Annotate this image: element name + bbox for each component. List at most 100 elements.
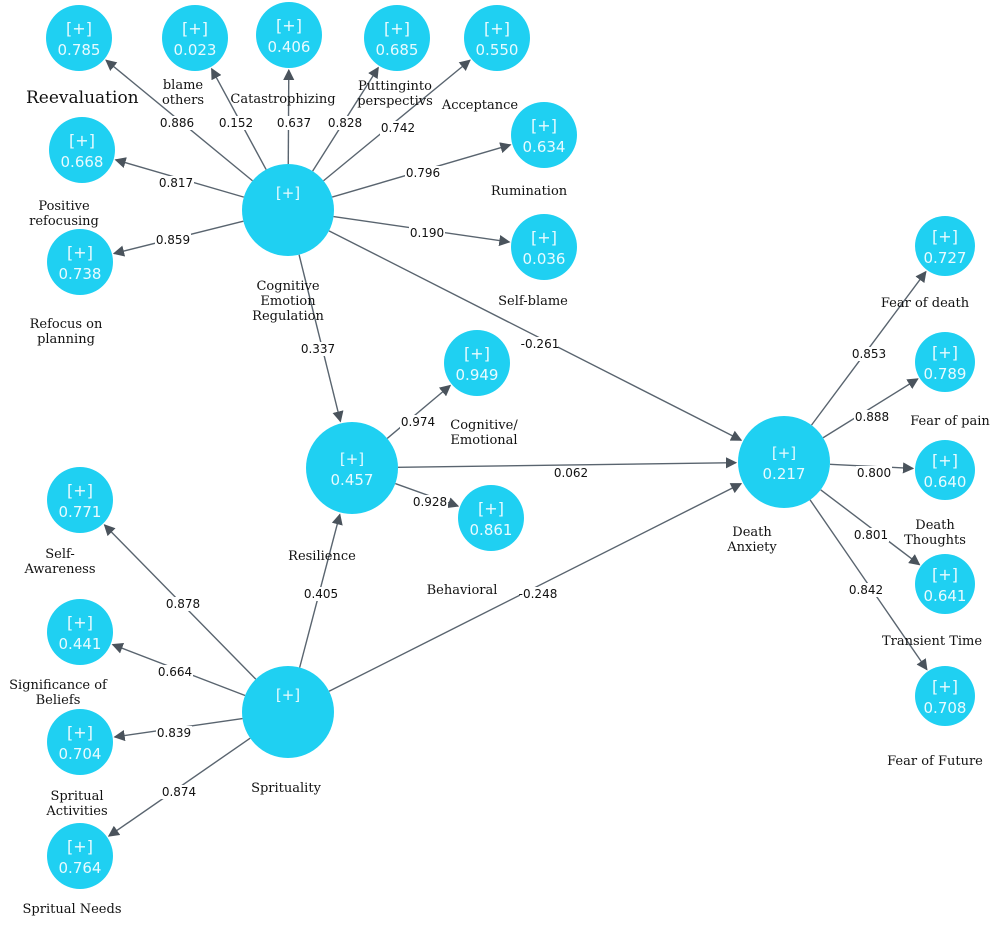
node-label: perspectivs: [357, 94, 433, 109]
node-expand-marker: [+]: [67, 243, 93, 262]
edge-weight-bg: [157, 665, 193, 679]
node-label: Fear of pain: [910, 414, 990, 429]
edge-weight-bg: [412, 495, 448, 509]
node-expand-marker: [+]: [67, 723, 93, 742]
node-circle: [464, 5, 530, 71]
edge-death_anxiety-to-transient_time: [820, 489, 921, 566]
node-expand-marker: [+]: [932, 451, 958, 470]
node-label: Spritual Needs: [23, 902, 122, 917]
node-r-squared: 0.441: [59, 635, 102, 653]
edge-weight-bg: [327, 116, 363, 130]
edge-cer-to-acceptance: [323, 59, 471, 182]
node-label: Positive: [38, 199, 90, 214]
node-spiritual-needs: [+]0.764: [47, 823, 113, 889]
edge-weight-spirituality-to-resilience: 0.405: [304, 587, 338, 601]
node-expand-marker: [+]: [932, 343, 958, 362]
node-cognitive-emotional: [+]0.949: [444, 330, 510, 396]
edge-weight-cer-to-positive_refocusing: 0.817: [159, 176, 193, 190]
edge-weight-bg: [405, 166, 441, 180]
node-label: Awareness: [24, 562, 96, 577]
node-significance-beliefs: [+]0.441: [47, 599, 113, 665]
node-r-squared: 0.634: [523, 138, 566, 156]
node-expand-marker: [+]: [67, 837, 93, 856]
node-self-awareness: [+]0.771: [47, 467, 113, 533]
edge-weight-death_anxiety-to-transient_time: 0.801: [854, 528, 888, 542]
node-expand-marker: [+]: [478, 499, 504, 518]
node-label: Fear of death: [881, 296, 970, 311]
node-r-squared: 0.771: [59, 503, 102, 521]
node-circle: [47, 823, 113, 889]
edge-cer-to-resilience: [298, 254, 344, 423]
edge-weight-bg: [159, 116, 195, 130]
node-label: Anxiety: [726, 540, 777, 555]
edge-death_anxiety-to-fear_pain: [822, 378, 919, 439]
node-label: Spritual: [50, 789, 103, 804]
node-circle: [915, 216, 975, 276]
node-label: Emotional: [450, 433, 517, 448]
edge-weight-resilience-to-behavioral: 0.928: [413, 495, 447, 509]
node-circle: [915, 554, 975, 614]
node-r-squared: 0.708: [924, 699, 967, 717]
node-reevaluation: [+]0.785: [46, 5, 112, 71]
node-label: Death: [915, 518, 955, 533]
node-label: Cognitive/: [450, 418, 518, 433]
node-expand-marker: [+]: [182, 19, 208, 38]
node-label: Self-: [45, 547, 75, 562]
edge-weight-bg: [161, 785, 197, 799]
node-label: others: [162, 93, 204, 108]
edge-weight-bg: [276, 116, 312, 130]
node-label: Fear of Future: [887, 754, 983, 769]
node-r-squared: 0.785: [58, 41, 101, 59]
node-r-squared: 0.457: [331, 471, 374, 489]
edge-weight-death_anxiety-to-fear_future: 0.842: [849, 583, 883, 597]
node-circle: [915, 440, 975, 500]
edge-weight-bg: [380, 121, 416, 135]
node-label: Rumination: [491, 184, 568, 199]
node-expand-marker: [+]: [276, 16, 302, 35]
node-expand-marker: [+]: [531, 228, 557, 247]
node-positive-refocusing: [+]0.668: [49, 117, 115, 183]
node-circle: [47, 229, 113, 295]
node-circle: [49, 117, 115, 183]
node-death-thoughts: [+]0.640: [915, 440, 975, 500]
node-label: Acceptance: [441, 98, 519, 113]
node-r-squared: 0.550: [476, 41, 519, 59]
edge-weight-bg: [856, 466, 892, 480]
edge-weight-death_anxiety-to-fear_pain: 0.888: [855, 410, 889, 424]
edge-weight-spirituality-to-self_awareness: 0.878: [166, 597, 200, 611]
node-circle: [511, 102, 577, 168]
node-expand-marker: [+]: [531, 116, 557, 135]
node-circle: [242, 666, 334, 758]
node-catastrophizing: [+]0.406: [256, 2, 322, 68]
node-spiritual-activities: [+]0.704: [47, 709, 113, 775]
node-expand-marker: [+]: [276, 686, 300, 704]
node-label: Death: [732, 525, 772, 540]
node-refocus-planning: [+] 0.738: [47, 229, 113, 295]
node-circle: [458, 485, 524, 551]
node-fear-death: [+]0.727: [915, 216, 975, 276]
edge-weight-cer-to-resilience: 0.337: [301, 342, 335, 356]
node-r-squared: 0.685: [376, 41, 419, 59]
node-rumination: [+] 0.634: [511, 102, 577, 168]
node-circle: [47, 467, 113, 533]
node-label: Sprituality: [251, 781, 321, 796]
node-r-squared: 0.668: [61, 153, 104, 171]
edge-weight-bg: [851, 347, 887, 361]
edge-weight-bg: [553, 466, 589, 480]
edge-weight-cer-to-putting_perspective: 0.828: [328, 116, 362, 130]
node-r-squared: 0.861: [470, 521, 513, 539]
node-r-squared: 0.738: [59, 265, 102, 283]
edge-weight-bg: [155, 233, 191, 247]
node-label: Refocus on: [30, 317, 103, 332]
edge-weight-bg: [158, 176, 194, 190]
node-self-blame: [+]0.036: [511, 214, 577, 280]
node-circle: [256, 2, 322, 68]
node-label: Cognitive: [256, 279, 319, 294]
edge-weight-spirituality-to-significance_beliefs: 0.664: [158, 665, 192, 679]
node-r-squared: 0.949: [456, 366, 499, 384]
node-spirituality: [+]: [242, 666, 334, 758]
node-circle: [511, 214, 577, 280]
edge-resilience-to-death_anxiety: [397, 457, 738, 469]
